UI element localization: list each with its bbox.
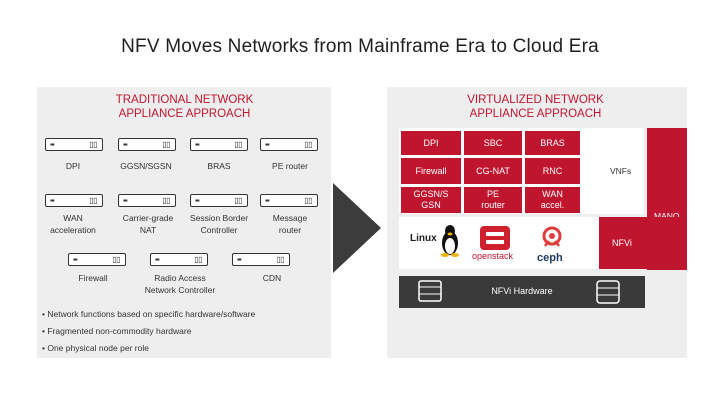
appliance-icon: ▪▪▯▯ (118, 194, 176, 207)
tux-penguin-icon (441, 225, 459, 257)
vnfs-label: VNFs (610, 166, 632, 176)
virtualized-heading: VIRTUALIZED NETWORK APPLIANCE APPROACH (448, 93, 623, 121)
appliance-icon: ▪▪▯▯ (45, 138, 103, 151)
openstack-logo-text: openstack (472, 251, 514, 261)
virtualized-heading-line-1: VIRTUALIZED NETWORK (467, 94, 604, 106)
nfvi-hardware-label: NFVi Hardware (491, 286, 553, 296)
node-label-firewall: Firewall (78, 273, 108, 283)
appliance-icon: ▪▪▯▯ (260, 194, 318, 207)
storage-icon (596, 280, 620, 304)
appliance-icon: ▪▪▯▯ (118, 138, 176, 151)
appliance-icon: ▪▪▯▯ (190, 194, 248, 207)
vnf-cell: SBC (464, 131, 522, 155)
node-label-ggsn-sgsn: GGSN/SGSN (120, 161, 172, 171)
bullet-item: • One physical node per role (42, 343, 149, 353)
vnf-cell: Firewall (401, 158, 461, 184)
traditional-heading-line-1: TRADITIONAL NETWORK (115, 94, 254, 106)
vnf-cell: CG-NAT (464, 158, 522, 184)
appliance-icon: ▪▪▯▯ (150, 253, 208, 266)
appliance-icon: ▪▪▯▯ (190, 138, 248, 151)
vnf-cell: DPI (401, 131, 461, 155)
bullet-item: • Fragmented non-commodity hardware (42, 326, 192, 336)
node-label-dpi: DPI (65, 161, 81, 171)
server-icon (418, 280, 442, 302)
slide-title: NFV Moves Networks from Mainframe Era to… (121, 36, 599, 57)
openstack-logo-icon (480, 226, 510, 250)
bullet-list: • Network functions based on specific ha… (42, 308, 255, 359)
vnf-cell: BRAS (525, 131, 580, 155)
appliance-icon: ▪▪▯▯ (260, 138, 318, 151)
appliance-icon: ▪▪▯▯ (68, 253, 126, 266)
traditional-heading-line-2: APPLIANCE APPROACH (118, 108, 251, 120)
nfvi-label: NFVi (612, 238, 632, 248)
appliance-icon: ▪▪▯▯ (232, 253, 290, 266)
virtualized-heading-line-2: APPLIANCE APPROACH (469, 108, 602, 120)
bullet-item: • Network functions based on specific ha… (42, 309, 256, 319)
node-label-bras: BRAS (207, 161, 231, 171)
linux-logo: Linux (410, 233, 437, 244)
mano-label: MANO (654, 211, 680, 221)
appliance-icon: ▪▪▯▯ (45, 194, 103, 207)
ceph-logo-text: ceph (537, 252, 563, 264)
transition-arrow-icon (333, 183, 381, 273)
node-label-pe-router: PE router (272, 161, 308, 171)
node-label-cdn: CDN (262, 273, 282, 283)
ceph-logo-icon (542, 226, 562, 247)
traditional-heading: TRADITIONAL NETWORK APPLIANCE APPROACH (97, 93, 272, 121)
traditional-panel (37, 87, 331, 358)
vnf-cell: RNC (525, 158, 580, 184)
